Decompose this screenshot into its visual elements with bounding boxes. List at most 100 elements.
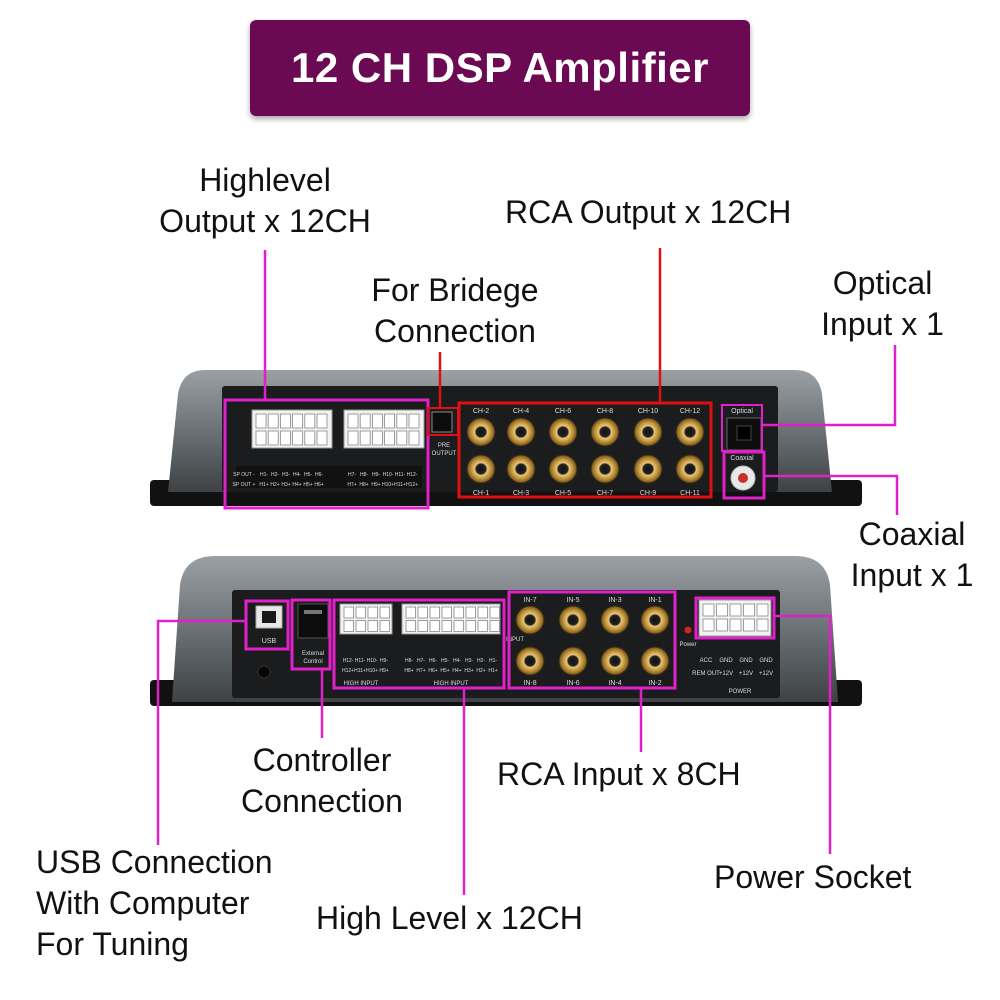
- high-input-pin: [379, 606, 390, 619]
- high-input-terminal-text: H12-H11-H10-H9-H12+H11+H10+H9+H8-H7-H6-H…: [342, 658, 498, 674]
- rca-input-jack: [515, 646, 545, 676]
- highlevel-output-pin: [292, 413, 304, 429]
- highlevel-output-pin: [292, 430, 304, 446]
- rca-output-label: CH-11: [680, 490, 700, 497]
- high-input-terminal-label: H3-: [465, 658, 473, 664]
- highlevel-terminal-label: H1-: [260, 472, 268, 478]
- rca-input-label: IN-7: [523, 597, 536, 604]
- bottom-amplifier-unit: USB External Control H12-H11-H10-H9-H12+…: [150, 556, 862, 706]
- label-line: Input x 1: [850, 557, 974, 593]
- highlevel-terminal-label: H2-: [271, 472, 279, 478]
- highlevel-output-pin: [359, 413, 371, 429]
- rca-input-label: IN-4: [608, 680, 621, 687]
- rca-output-label: CH-1: [473, 490, 489, 497]
- rca-output-jack: [466, 454, 496, 484]
- rca-output-jack: [590, 454, 620, 484]
- power-pin: [729, 603, 742, 617]
- highlevel-output-pin: [396, 430, 408, 446]
- power-led: [684, 626, 692, 634]
- rca-input-label: IN-1: [648, 597, 661, 604]
- input-tag: INPUT: [506, 637, 524, 643]
- external-control-port: [297, 603, 329, 639]
- top-amplifier-unit: SP OUT -SP OUT +H1-H2-H3-H4-H5-H6-H1+H2+…: [150, 370, 862, 506]
- power-pin: [716, 603, 728, 617]
- high-input-terminal-label: H3+: [464, 668, 473, 674]
- high-input-terminal-label: H10-: [367, 658, 378, 664]
- highlevel-terminal-label: H8-: [360, 472, 368, 478]
- leader-optical: [762, 345, 897, 427]
- label-rca-output: RCA Output x 12CH: [505, 194, 792, 230]
- highlevel-terminal-label: H11-: [395, 472, 406, 478]
- power-group-tag: POWER: [729, 689, 752, 695]
- high-input-pin: [355, 620, 366, 632]
- rca-output-jack: [675, 454, 705, 484]
- high-input-terminal-label: H1-: [489, 658, 497, 664]
- pre-output-tag-line1: PRE: [438, 443, 450, 449]
- rca-input-label: IN-5: [566, 597, 579, 604]
- rca-input-jack: [600, 605, 630, 635]
- label-bridge-connection: For Bridege Connection: [320, 270, 590, 352]
- highlevel-output-pin: [304, 413, 316, 429]
- power-pin: [743, 618, 755, 632]
- high-input-terminal-label: H10+: [366, 668, 378, 674]
- highlevel-terminal-label: H2+: [270, 482, 279, 488]
- highlevel-terminal-label: H6-: [315, 472, 323, 478]
- rca-output-jack: [506, 454, 536, 484]
- high-input-terminal-label: H9-: [380, 658, 388, 664]
- high-input-terminal-label: H12+: [342, 668, 354, 674]
- highlevel-output-pin: [371, 413, 383, 429]
- external-control-pins: [304, 610, 322, 614]
- high-input-pin: [343, 606, 354, 619]
- rca-output-label: CH-10: [638, 408, 658, 415]
- rca-output-jack: [506, 417, 536, 447]
- rca-input-label: IN-8: [523, 680, 536, 687]
- high-input-pin: [343, 620, 354, 632]
- pre-output-tag-line2: OUTPUT: [432, 451, 457, 457]
- high-input-pin: [477, 606, 488, 619]
- power-pin: [729, 618, 742, 632]
- label-controller-connection: Controller Connection: [212, 740, 432, 822]
- high-input-terminal-label: H6-: [429, 658, 437, 664]
- high-input-pin: [367, 620, 378, 632]
- ext-control-tag-line2: Control: [303, 659, 322, 665]
- high-input-terminal-label: H11+: [354, 668, 366, 674]
- label-usb-connection: USB Connection With Computer For Tuning: [36, 842, 273, 965]
- optical-tag: Optical: [731, 408, 753, 415]
- high-input-pin: [441, 606, 452, 619]
- label-line: USB Connection: [36, 844, 273, 880]
- power-terminal-label: GND: [759, 658, 773, 664]
- highlevel-output-pin: [408, 430, 420, 446]
- rca-input-jack: [640, 605, 670, 635]
- highlevel-terminal-label: H10-: [383, 472, 394, 478]
- high-input-pin: [355, 606, 366, 619]
- highlevel-output-pin: [347, 430, 359, 446]
- callout-box-controller: [290, 598, 332, 671]
- usb-tag: USB: [262, 638, 277, 645]
- highlevel-output-pin: [316, 430, 328, 446]
- high-input-terminal-label: H5+: [440, 668, 449, 674]
- rca-input-label: IN-2: [648, 680, 661, 687]
- sp-out-label: SP OUT -: [233, 472, 255, 478]
- high-input-pin: [429, 620, 440, 632]
- high-input-terminal-label: H12-: [343, 658, 354, 664]
- rca-output-label: CH-4: [513, 408, 529, 415]
- high-input-tag-left: HIGH INPUT: [344, 681, 379, 687]
- rca-output-label: CH-12: [680, 408, 700, 415]
- top-highlevel-legend: [236, 466, 422, 488]
- high-input-pin: [477, 620, 488, 632]
- power-terminal-label: REM OUT: [692, 671, 720, 677]
- callout-box-highlevel-output: [223, 398, 430, 510]
- high-input-terminal-label: H6+: [428, 668, 437, 674]
- high-input-pin: [405, 620, 416, 632]
- label-line: Optical: [832, 265, 933, 301]
- leader-coaxial: [764, 474, 899, 515]
- high-input-pin: [417, 620, 428, 632]
- high-input-pin: [453, 606, 464, 619]
- highlevel-terminal-label: H8+: [359, 482, 368, 488]
- leader-usb: [156, 619, 246, 845]
- rca-output-jack: [548, 454, 578, 484]
- highlevel-terminal-label: H12-: [407, 472, 418, 478]
- rca-input-jack: [515, 605, 545, 635]
